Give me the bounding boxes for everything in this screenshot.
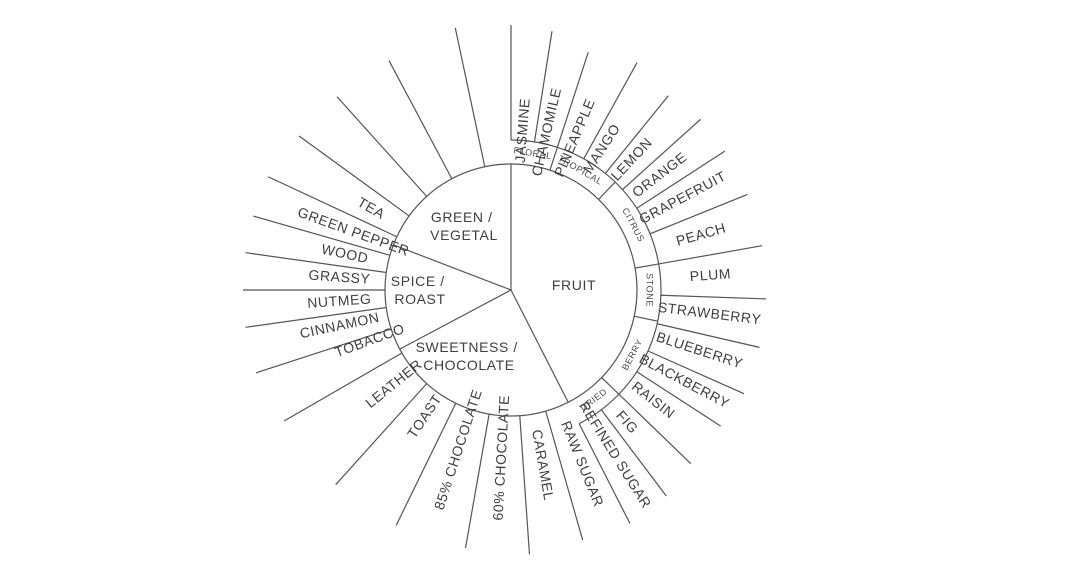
flavor-divider [636, 371, 721, 427]
flavor-divider [298, 135, 410, 217]
subcategory-divider [601, 377, 620, 395]
flavor-label-60-chocolate: 60% CHOCOLATE [490, 394, 513, 520]
flavor-divider [395, 402, 457, 526]
category-divider [393, 244, 512, 291]
flavor-divider [658, 245, 763, 265]
flavor-divider [454, 27, 486, 167]
flavor-divider [604, 95, 669, 174]
category-spice-roast: SPICE / ROAST [391, 273, 450, 307]
flavor-divider [600, 409, 667, 497]
flavor-divider [657, 323, 760, 348]
flavor-label-wood: WOOD [320, 241, 370, 267]
flavor-divider [533, 31, 553, 142]
flavor-divider [545, 410, 584, 541]
wheel-radial-lines [243, 25, 766, 555]
flavor-divider [245, 306, 387, 328]
flavor-divider [253, 215, 391, 256]
flavor-divider [647, 350, 745, 395]
category-green-vegetal: GREEN / VEGETAL [430, 209, 498, 243]
flavor-divider [556, 52, 589, 148]
flavor-divider [245, 252, 387, 274]
flavor-divider [578, 423, 631, 524]
flavor-divider [335, 383, 428, 486]
flavor-label-leather: LEATHER [362, 356, 425, 411]
flavor-label-plum: PLUM [689, 265, 731, 284]
flavor-label-tea: TEA [355, 194, 388, 222]
flavor-label-peach: PEACH [674, 219, 728, 249]
flavor-label-strawberry: STRAWBERRY [657, 299, 762, 328]
flavor-divider [660, 294, 766, 300]
flavor-label-caramel: CARAMEL [529, 428, 557, 502]
flavor-divider [583, 62, 638, 160]
flavor-label-jasmine: JASMINE [512, 97, 533, 163]
flavor-label-nutmeg: NUTMEG [307, 290, 372, 310]
subcategory-divider [634, 263, 659, 269]
flavor-divider [636, 150, 726, 209]
flavor-label-raisin: RAISIN [629, 378, 678, 422]
flavor-divider [388, 60, 453, 180]
category-sweetness-chocolate: SWEETNESS / CHOCOLATE [416, 339, 523, 373]
subcategory-divider [634, 315, 658, 322]
subcategory-divider [598, 181, 616, 200]
category-fruit: FRUIT [552, 277, 596, 293]
flavor-divider [649, 193, 748, 235]
flavor-divider [622, 118, 701, 191]
flavor-divider [283, 352, 403, 422]
flavor-divider [336, 96, 428, 197]
flavor-label-toast: TOAST [404, 391, 445, 441]
flavor-label-grassy: GRASSY [308, 267, 371, 287]
subcategory-stone: STONE [645, 273, 655, 307]
flavor-divider [618, 393, 692, 465]
flavor-divider [519, 415, 531, 555]
flavor-divider [255, 328, 392, 374]
category-divider [399, 289, 512, 350]
flavor-divider [267, 176, 398, 238]
subcategory-divider [549, 147, 558, 171]
flavor-divider [464, 413, 490, 549]
subcategory-ring-arc [510, 139, 662, 425]
category-divider [510, 289, 569, 403]
